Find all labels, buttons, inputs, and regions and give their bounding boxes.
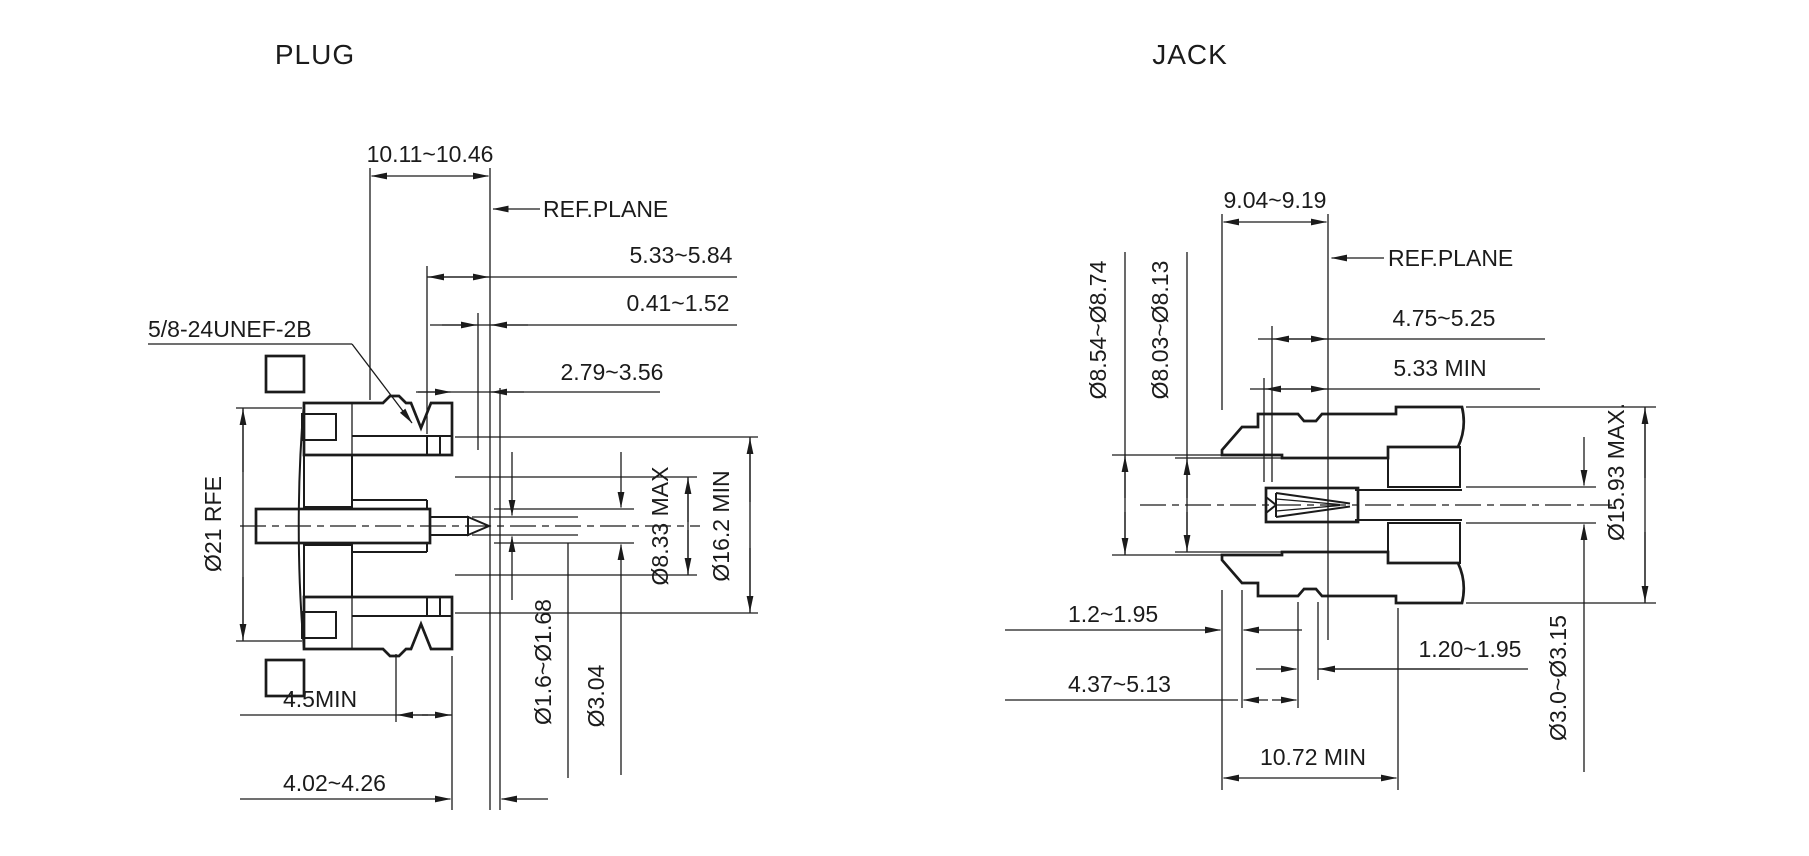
jack-insulator-bottom [1387, 522, 1461, 564]
jack-dim-contact-dia: Ø3.0~Ø3.15 [1545, 615, 1571, 741]
jack-view: JACK [1005, 39, 1656, 790]
plug-clip-top [301, 413, 337, 441]
jack-dim-b: 5.33 MIN [1393, 355, 1486, 381]
plug-dim-depth: 4.5MIN [283, 686, 357, 712]
plug-shell-top [302, 394, 454, 457]
plug-dim-bore-dia: Ø16.2 MIN [708, 470, 734, 581]
plug-dim-overall: 10.11~10.46 [367, 141, 494, 167]
plug-title: PLUG [275, 39, 355, 70]
plug-dim-b: 0.41~1.52 [627, 290, 730, 316]
plug-dim-pin-dia: Ø1.6~Ø1.68 [530, 599, 556, 725]
plug-nut-section-top [264, 354, 306, 394]
plug-nut-section-bottom [264, 658, 306, 698]
plug-dim-pin-base-dia: Ø3.04 [583, 664, 609, 727]
plug-dim-a: 5.33~5.84 [630, 242, 733, 268]
plug-dim-body-dia: Ø21 RFE [200, 476, 226, 572]
jack-insulator-top [1387, 446, 1461, 488]
plug-shell-bottom [302, 595, 454, 658]
jack-title: JACK [1152, 39, 1228, 70]
jack-ref-plane-label: REF.PLANE [1388, 245, 1513, 271]
jack-dimensions: 9.04~9.19 REF.PLANE 4.75~5.25 5.33 MIN Ø… [1005, 187, 1656, 790]
jack-dim-overall: 9.04~9.19 [1224, 187, 1327, 213]
jack-dim-a: 4.75~5.25 [1393, 305, 1496, 331]
jack-shell-bottom [1220, 550, 1466, 605]
plug-insulator-bottom [303, 544, 353, 598]
plug-dim-c: 2.79~3.56 [561, 359, 664, 385]
plug-body [240, 354, 700, 698]
jack-dim-body-dia: Ø15.93 MAX. [1603, 403, 1629, 541]
plug-clip-bottom [301, 611, 337, 639]
jack-dim-step-c: 1.20~1.95 [1419, 636, 1522, 662]
plug-dim-setback: 4.02~4.26 [283, 770, 386, 796]
plug-dimensions: 10.11~10.46 REF.PLANE 5.33~5.84 0.41~1.5… [148, 141, 758, 810]
jack-dim-step-a: 1.2~1.95 [1068, 601, 1158, 627]
jack-dim-step-b: 4.37~5.13 [1068, 671, 1171, 697]
jack-dim-bore-dia: Ø8.03~Ø8.13 [1147, 261, 1173, 400]
jack-shell-top [1220, 405, 1466, 460]
plug-ref-plane-label: REF.PLANE [543, 196, 668, 222]
plug-dim-insulator-dia: Ø8.33 MAX [647, 467, 673, 586]
plug-insulator-top [303, 454, 353, 508]
jack-body [1140, 405, 1612, 605]
jack-dim-depth: 10.72 MIN [1260, 744, 1366, 770]
jack-dim-counterbore-dia: Ø8.54~Ø8.74 [1085, 260, 1111, 399]
plug-view: PLUG [148, 39, 758, 810]
plug-thread-label: 5/8-24UNEF-2B [148, 316, 312, 342]
